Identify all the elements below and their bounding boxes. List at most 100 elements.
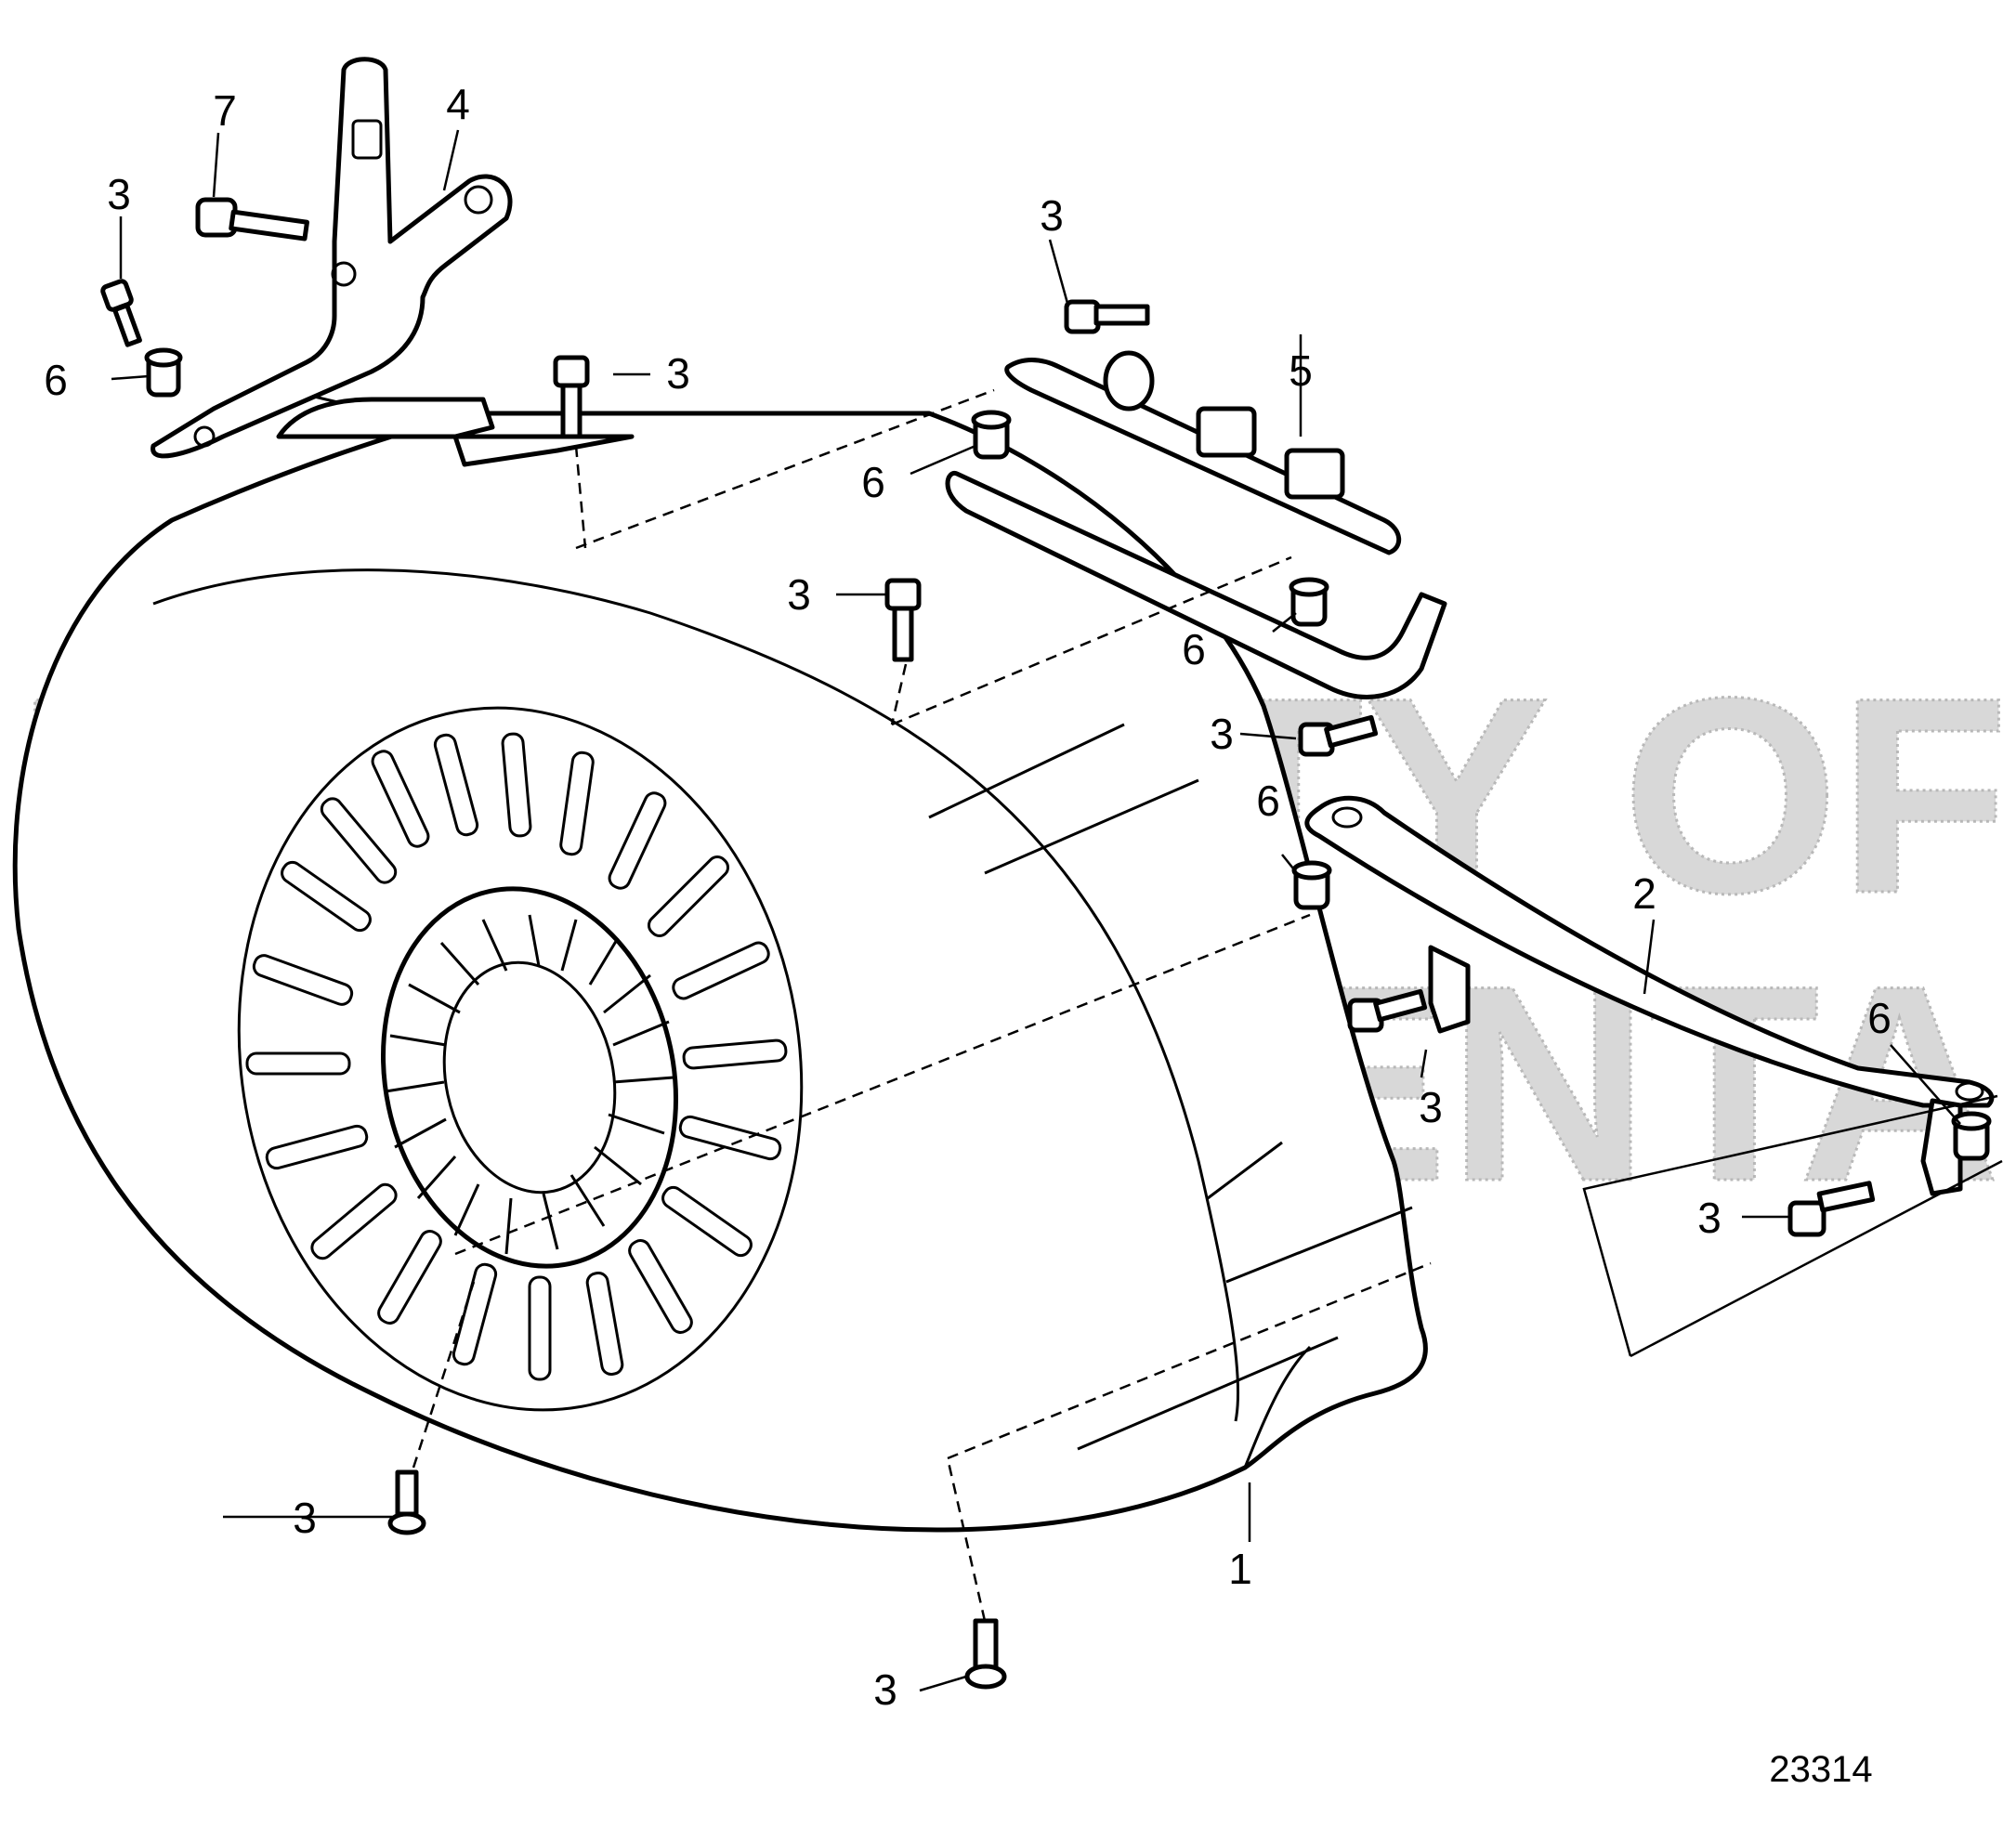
vent-slots-outer bbox=[245, 732, 788, 1381]
bushings bbox=[144, 347, 1992, 1161]
callout-cover: 1 bbox=[1228, 1545, 1252, 1593]
bushing-side bbox=[1291, 860, 1332, 910]
strap-hole-right bbox=[1955, 1081, 1984, 1102]
vent-slot bbox=[647, 855, 730, 938]
vent-slot bbox=[559, 751, 595, 856]
assembly-line bbox=[412, 1281, 476, 1469]
assembly-line bbox=[890, 663, 908, 725]
callout-bush-far-right: 6 bbox=[1867, 994, 1892, 1042]
right-bracket-lug-1 bbox=[1196, 406, 1257, 458]
vent-slot bbox=[377, 1230, 442, 1325]
vent-slot bbox=[628, 1239, 693, 1334]
bolt-top-center bbox=[553, 355, 590, 439]
bolt-bottom-left bbox=[387, 1469, 426, 1535]
bushing-mid bbox=[1289, 577, 1329, 627]
callout-bush-side: 6 bbox=[1256, 777, 1280, 825]
vent-slot bbox=[245, 1051, 351, 1076]
vent-slot bbox=[678, 1115, 782, 1161]
vent-slot bbox=[281, 860, 372, 933]
vent-ring-outer bbox=[237, 706, 804, 1412]
left-bracket bbox=[151, 57, 513, 459]
vent-slot bbox=[682, 1038, 788, 1070]
fan-cover-inner-edge bbox=[152, 568, 1240, 1422]
right-bracket-plate bbox=[945, 470, 1447, 699]
vent-slot bbox=[661, 1185, 753, 1258]
fan-cover-rib-4 bbox=[1225, 1206, 1413, 1284]
left-bracket-slot bbox=[351, 119, 383, 160]
assembly-line bbox=[1630, 1159, 2003, 1358]
assembly-line bbox=[454, 913, 1311, 1256]
bushing-far-right bbox=[1951, 1111, 1992, 1161]
right-bracket-lug-2 bbox=[1284, 448, 1345, 500]
support-strap bbox=[1304, 795, 1995, 1196]
callout-bolt-bottom-left: 3 bbox=[293, 1494, 317, 1542]
fan-cover-rib-5 bbox=[1077, 1336, 1339, 1451]
callout-bolt-mid: 3 bbox=[787, 570, 811, 619]
callout-bolt-top-center: 3 bbox=[666, 349, 690, 398]
vent-hub-center bbox=[442, 960, 617, 1195]
callout-bush-top: 6 bbox=[861, 458, 885, 506]
vent-slot bbox=[672, 941, 770, 1000]
leader-lines bbox=[111, 129, 1961, 1692]
vent-hub bbox=[381, 886, 678, 1269]
callout-bush-mid: 6 bbox=[1182, 625, 1206, 673]
assembly-line bbox=[891, 555, 1292, 726]
strap-hole-top bbox=[1331, 806, 1363, 829]
vent-slot bbox=[310, 1182, 398, 1260]
bolt-mid bbox=[884, 578, 922, 662]
bolt-right-lower bbox=[1298, 714, 1379, 757]
bolts bbox=[100, 197, 1876, 1690]
left-bracket-hole-1 bbox=[464, 185, 493, 215]
vent-slot bbox=[585, 1272, 624, 1376]
callouts: 1 2 3 3 3 3 3 3 3 3 3 4 5 6 6 6 6 6 7 bbox=[44, 80, 1892, 1714]
vent-slot bbox=[433, 733, 479, 837]
assembly-line bbox=[946, 1457, 987, 1622]
callout-bolt-top-left: 3 bbox=[107, 170, 131, 218]
callout-bolt-strap: 3 bbox=[1697, 1194, 1721, 1242]
left-bracket-hole-3 bbox=[193, 425, 216, 448]
assembly-line bbox=[947, 1261, 1432, 1460]
bolt-top-bracket bbox=[1064, 299, 1150, 334]
fan-cover-top-tab bbox=[276, 397, 635, 467]
vent-slot bbox=[320, 797, 398, 884]
callout-bolt-bottom: 3 bbox=[873, 1665, 897, 1714]
vent-slot bbox=[608, 791, 667, 890]
right-bracket-eye bbox=[1103, 350, 1155, 411]
fan-cover-rib-1 bbox=[928, 723, 1125, 819]
vent-slot bbox=[371, 750, 430, 848]
callout-bracket-right: 5 bbox=[1289, 346, 1313, 395]
vent-slot bbox=[265, 1124, 369, 1170]
figure-number: 23314 bbox=[1769, 1749, 1872, 1790]
screw-bracket bbox=[195, 197, 309, 242]
callout-bolt-top-bracket: 3 bbox=[1040, 191, 1064, 240]
callout-bush-left: 6 bbox=[44, 356, 68, 404]
callout-strap: 2 bbox=[1632, 869, 1656, 918]
fan-cover-rib-3 bbox=[1207, 1141, 1283, 1200]
callout-bolt-right-lower: 3 bbox=[1210, 710, 1234, 758]
assembly-line bbox=[575, 388, 995, 550]
right-bracket bbox=[945, 350, 1447, 699]
vent-slot bbox=[528, 1275, 552, 1381]
fan-cover bbox=[12, 388, 1428, 1533]
bushing-left bbox=[144, 347, 183, 398]
strap-tab-mid bbox=[1428, 945, 1471, 1034]
vent-slot bbox=[501, 732, 532, 838]
support-strap-body bbox=[1304, 795, 1995, 1108]
callout-bolt-side: 3 bbox=[1419, 1083, 1443, 1131]
bolt-top-left bbox=[100, 279, 142, 347]
vent-hub-spokes bbox=[385, 914, 674, 1255]
bushing-top bbox=[971, 410, 1012, 460]
fan-cover-rim-line bbox=[1243, 1345, 1312, 1469]
vent-slot bbox=[452, 1262, 498, 1366]
left-bracket-body bbox=[151, 57, 513, 459]
fan-cover-rib-2 bbox=[984, 778, 1199, 875]
callout-screw-bracket: 7 bbox=[213, 86, 237, 135]
vent-slot bbox=[252, 954, 354, 1006]
bolt-bottom bbox=[964, 1618, 1007, 1690]
bolt-strap bbox=[1787, 1181, 1876, 1237]
assembly-line bbox=[1582, 1094, 1998, 1357]
left-bracket-hole-2 bbox=[331, 261, 357, 287]
bolt-side bbox=[1347, 988, 1428, 1033]
callout-bracket-left: 4 bbox=[446, 80, 470, 128]
